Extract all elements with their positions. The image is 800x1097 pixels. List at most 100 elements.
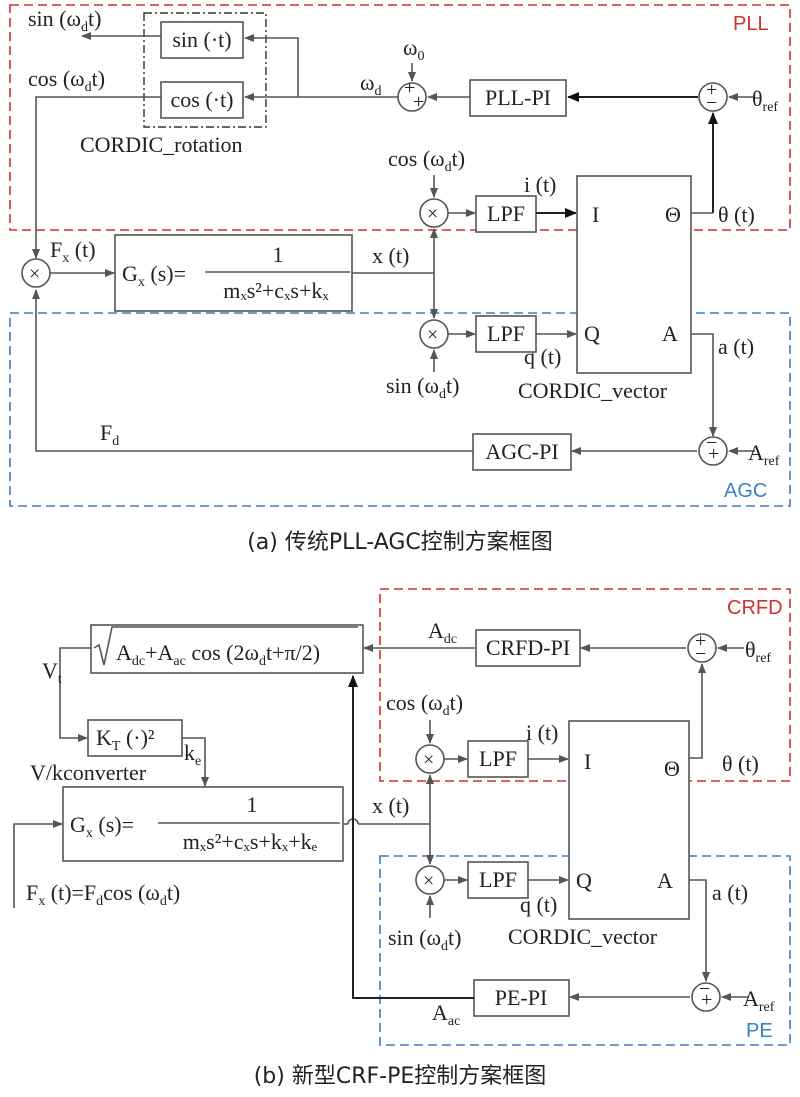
force-mixer-sign: × bbox=[29, 263, 40, 285]
plant-b-denominator: mₓs²+cₓs+kₓ+kₑ bbox=[183, 829, 318, 854]
cordic-b-port-q: Q bbox=[576, 868, 592, 893]
pe-a-ref-label: Aref bbox=[743, 986, 775, 1015]
cos-block bbox=[160, 81, 244, 119]
adc-label: Adc bbox=[428, 618, 457, 647]
part-b: CRFD PE Adc+Aac cos (2ωdt+π/2) Adc CRFD-… bbox=[13, 588, 791, 1089]
plant-b-lhs: Gx (s)= bbox=[70, 812, 134, 841]
agc-pi-label: AGC-PI bbox=[485, 439, 558, 464]
a-t-b-label: a (t) bbox=[712, 880, 748, 905]
plant-b-numerator: 1 bbox=[247, 792, 258, 817]
agc-region-frame bbox=[9, 312, 791, 507]
theta-sum-junction bbox=[698, 82, 728, 112]
x-t-label: x (t) bbox=[372, 243, 409, 268]
a-ref-label: Aref bbox=[748, 440, 780, 469]
force-input-arrow bbox=[13, 820, 63, 908]
ke-arrow bbox=[182, 737, 209, 787]
vt-arrow bbox=[59, 647, 91, 742]
crfd-pi-label: CRFD-PI bbox=[486, 635, 570, 660]
mix-sin-b-label: sin (ωdt) bbox=[388, 925, 461, 954]
pe-sum-plus: + bbox=[701, 989, 712, 1011]
cordic-rotation-frame bbox=[143, 12, 267, 128]
crfd-theta-feedback bbox=[689, 663, 706, 759]
cordic-port-a: A bbox=[662, 321, 678, 346]
cordic-vector-label: CORDIC_vector bbox=[518, 378, 668, 403]
omega-sum-plus2: + bbox=[413, 91, 424, 113]
omega-to-sin-line bbox=[244, 34, 398, 98]
pe-sum-minus: − bbox=[699, 978, 710, 1000]
converter-label: V/kconverter bbox=[30, 760, 147, 785]
crfd-sum-minus: − bbox=[695, 643, 706, 665]
cordic-vector-b-label: CORDIC_vector bbox=[508, 924, 658, 949]
agc-pi-block bbox=[472, 433, 572, 471]
cordic-vector-block bbox=[576, 175, 692, 374]
lpf-q-block bbox=[475, 315, 537, 353]
aac-feedback-arrow bbox=[348, 675, 474, 999]
q-t-b-label: q (t) bbox=[520, 892, 557, 917]
sqrt-expression: Adc+Aac cos (2ωdt+π/2) bbox=[116, 640, 320, 669]
sin-mixer-sign: × bbox=[427, 324, 438, 346]
kt-block bbox=[87, 719, 183, 757]
i-t-b-label: i (t) bbox=[526, 720, 558, 745]
cos-mixer-sign: × bbox=[427, 203, 438, 225]
sin-block bbox=[160, 21, 244, 59]
cos-output-label: cos (ωdt) bbox=[28, 66, 105, 95]
fd-label: Fd bbox=[100, 420, 119, 449]
crfd-sum-plus: + bbox=[695, 630, 706, 652]
omega-d-label: ωd bbox=[360, 70, 381, 99]
plant-denominator: mₓs²+cₓs+kₓ bbox=[223, 278, 329, 303]
x-b-label: x (t) bbox=[372, 793, 409, 818]
theta-t-label: θ (t) bbox=[718, 202, 755, 227]
omega0-label: ω0 bbox=[403, 35, 424, 64]
cordic-port-q: Q bbox=[584, 321, 600, 346]
theta-sum-minus: − bbox=[706, 92, 717, 114]
plant-b-block bbox=[62, 786, 344, 862]
lpf-b-q-block bbox=[467, 861, 529, 899]
part-a: PLL AGC sin (·t) cos (·t) CORDIC_rotatio… bbox=[9, 4, 791, 555]
kt-label: KT (·)² bbox=[96, 725, 155, 754]
plant-block bbox=[114, 234, 353, 312]
amp-sum-minus: − bbox=[706, 432, 717, 454]
sqrt-symbol bbox=[93, 626, 358, 666]
i-t-label: i (t) bbox=[524, 172, 556, 197]
plant-lhs: Gx (s)= bbox=[122, 261, 186, 290]
pe-region-label: PE bbox=[746, 1020, 773, 1042]
cordic-rotation-label: CORDIC_rotation bbox=[80, 132, 243, 157]
sqrt-block bbox=[90, 624, 364, 674]
cos-mixer-b-sign: × bbox=[423, 749, 434, 771]
crfd-sum-junction bbox=[687, 633, 717, 663]
cordic-port-i: I bbox=[592, 202, 599, 227]
omega-sum-junction bbox=[397, 82, 427, 112]
sin-mixer-b-sign: × bbox=[423, 870, 434, 892]
mix-cos-label: cos (ωdt) bbox=[388, 146, 465, 175]
pll-region-frame bbox=[9, 4, 791, 231]
fd-feedback-arrow bbox=[32, 289, 473, 452]
lpf-q-label: LPF bbox=[487, 321, 525, 346]
a-t-label: a (t) bbox=[718, 334, 754, 359]
force-b-label: Fx (t)=Fdcos (ωdt) bbox=[26, 880, 180, 909]
pll-region-label: PLL bbox=[733, 13, 769, 35]
cordic-b-port-theta: Θ bbox=[664, 756, 680, 781]
amp-sum-junction bbox=[698, 436, 728, 466]
caption-a: (a) 传统PLL-AGC控制方案框图 bbox=[247, 530, 553, 555]
lpf-i-label: LPF bbox=[487, 201, 525, 226]
vt-label: Vt bbox=[42, 658, 62, 687]
fx-label: Fx (t) bbox=[50, 237, 96, 266]
crfd-theta-ref-label: θref bbox=[745, 637, 771, 666]
theta-t-b-label: θ (t) bbox=[722, 751, 759, 776]
sin-block-label: sin (·t) bbox=[172, 27, 231, 52]
mix-cos-b-label: cos (ωdt) bbox=[386, 690, 463, 719]
aac-label: Aac bbox=[432, 1000, 460, 1029]
plant-numerator: 1 bbox=[273, 242, 284, 267]
cordic-port-theta: Θ bbox=[665, 202, 681, 227]
cordic-b-port-i: I bbox=[584, 749, 591, 774]
mix-sin-label: sin (ωdt) bbox=[386, 373, 459, 402]
cordic-vector-b-block bbox=[568, 720, 690, 920]
theta-sum-plus: + bbox=[706, 79, 717, 101]
pe-pi-block bbox=[473, 979, 570, 1017]
amp-sum-plus: + bbox=[708, 443, 719, 465]
crfd-pi-block bbox=[475, 629, 581, 667]
pe-amplitude-arrow bbox=[689, 879, 710, 982]
cos-block-label: cos (·t) bbox=[171, 87, 234, 112]
cordic-b-port-a: A bbox=[657, 868, 673, 893]
